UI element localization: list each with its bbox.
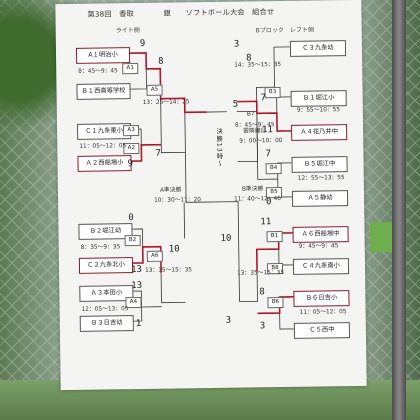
team-slot: Ｃ５西中 [293, 322, 351, 339]
score-mark: 11 [260, 217, 272, 228]
game-time: 13：35～15：35 [237, 269, 285, 277]
semi-final-b: B準決勝 [241, 186, 264, 193]
game-time: 13：35～15：35 [145, 267, 192, 274]
fence-pole [392, 0, 406, 420]
team-slot: Ｂ１西高等学校 [76, 83, 131, 100]
tree-foliage [0, 0, 60, 150]
semi-final-b-time: 11：40～12：40 [234, 196, 282, 203]
game-box: A6 [146, 250, 163, 262]
score-mark: 10 [220, 233, 232, 244]
semi-final-a: A準決勝 [159, 187, 182, 194]
score-mark: 13 [131, 280, 143, 292]
score-mark: 8 [246, 53, 252, 64]
game-box: B1 [266, 231, 283, 243]
game-time: 8：45～9：45 [78, 68, 118, 75]
score-mark: 8 [259, 287, 265, 298]
score-mark: 3 [233, 39, 240, 50]
score-mark: 7 [155, 148, 161, 159]
final-label: 決勝13時～ [215, 127, 224, 168]
game-box: A1 [122, 63, 139, 75]
score-mark: 3 [259, 321, 266, 332]
team-slot: Ｂ５堀江中 [291, 156, 348, 173]
team-slot: Ｃ３九条幼 [289, 40, 347, 57]
game-time: 9：45～9：45 [298, 243, 339, 250]
extra-game: B7 [246, 111, 255, 118]
game-time: 11：05～12：05 [79, 143, 127, 150]
team-slot: Ｂ３日吉幼 [79, 315, 134, 332]
team-slot: Ａ２西船場小 [77, 155, 132, 172]
game-time: 11：05～12：05 [299, 309, 347, 316]
game-time: 12：05～13：05 [81, 306, 129, 313]
semi-final-a-time: 10：30～11：20 [154, 197, 202, 204]
extra-game-time: 9：00～10：00 [239, 137, 283, 145]
score-mark: 11 [262, 125, 274, 136]
game-box: A5 [146, 84, 163, 96]
score-mark: 8 [158, 56, 164, 67]
score-mark: 10 [168, 244, 180, 255]
game-box: A3 [123, 124, 140, 137]
score-mark: 0 [128, 213, 134, 224]
game-box: B4 [265, 163, 282, 175]
team-slot: Ｃ２九条北小 [78, 257, 134, 274]
score-mark: 0 [266, 197, 272, 208]
game-box: B6 [267, 296, 284, 309]
game-time: 8：35～9：35 [80, 244, 121, 251]
green-clip [370, 222, 392, 252]
score-mark: 9 [127, 159, 134, 170]
score-mark: 3 [225, 315, 232, 326]
team-slot: Ａ４花乃井中 [291, 124, 348, 141]
game-time: 14：35～15：35 [234, 62, 282, 69]
score-mark: 7 [260, 93, 267, 104]
team-slot: A１明治小 [75, 47, 131, 64]
game-time: 12：55～13：55 [297, 175, 345, 182]
game-box: B2 [124, 234, 141, 247]
game-box: B3 [264, 87, 281, 99]
team-slot: Ｃ４九条南小 [292, 258, 350, 275]
game-time: 9：55～10：55 [296, 107, 341, 114]
score-mark: 5 [232, 99, 239, 110]
score-mark: 7 [265, 149, 271, 160]
tournament-poster: 第38回 香取 銀 ソフトボール大会 組合せ ライト側 Bブロック レフト側 [55, 0, 367, 391]
game-time: 13：25～14：25 [142, 99, 190, 106]
team-slot: Ｂ６日吉小 [293, 290, 350, 307]
team-slot: Ａ５静幼 [291, 190, 349, 207]
score-mark: 9 [139, 38, 146, 49]
score-mark: 1 [135, 318, 142, 330]
score-mark: 13 [130, 264, 142, 276]
